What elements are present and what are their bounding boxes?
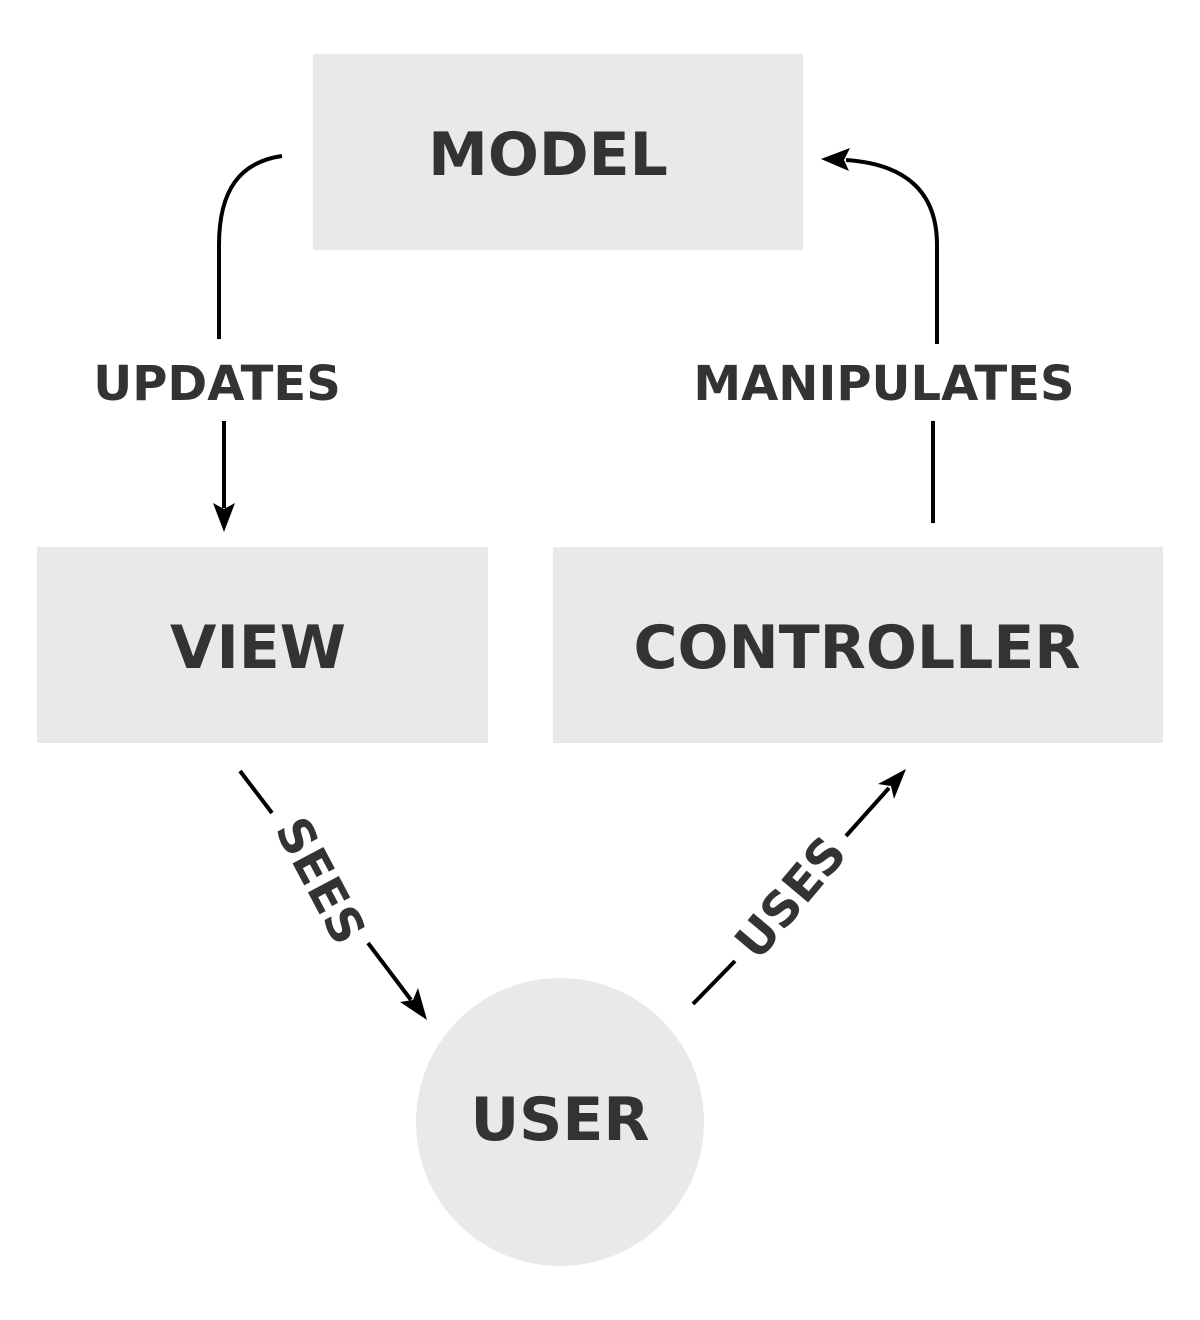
controller-node: CONTROLLER	[553, 547, 1163, 743]
updates-line-upper	[217, 154, 283, 339]
controller-label: CONTROLLER	[633, 613, 1080, 683]
sees-arrowhead	[400, 988, 427, 1020]
model-label: MODEL	[428, 120, 668, 190]
manipulates-arrowhead	[821, 148, 850, 171]
sees-line-upper	[238, 769, 274, 815]
uses-edge: USES	[691, 769, 906, 1006]
manipulates-edge: MANIPULATES	[693, 148, 1075, 523]
user-label: USER	[470, 1085, 649, 1155]
uses-line-upper	[844, 786, 891, 838]
uses-arrowhead	[878, 769, 906, 799]
controller-box	[553, 547, 1163, 743]
updates-arrowhead	[213, 503, 235, 532]
uses-line-lower	[691, 959, 737, 1006]
sees-line-lower	[366, 941, 413, 1002]
sees-label: SEES	[264, 808, 377, 953]
manipulates-line-upper	[845, 158, 939, 344]
user-circle	[416, 978, 704, 1266]
updates-label: UPDATES	[93, 356, 341, 412]
view-label: VIEW	[170, 613, 346, 683]
manipulates-label: MANIPULATES	[693, 356, 1074, 412]
updates-edge: UPDATES	[93, 154, 341, 532]
view-box	[37, 547, 488, 743]
model-node: MODEL	[313, 54, 803, 250]
uses-label: USES	[724, 826, 857, 970]
model-box	[313, 54, 803, 250]
sees-edge: SEES	[238, 769, 427, 1020]
user-node: USER	[416, 978, 704, 1266]
view-node: VIEW	[37, 547, 488, 743]
